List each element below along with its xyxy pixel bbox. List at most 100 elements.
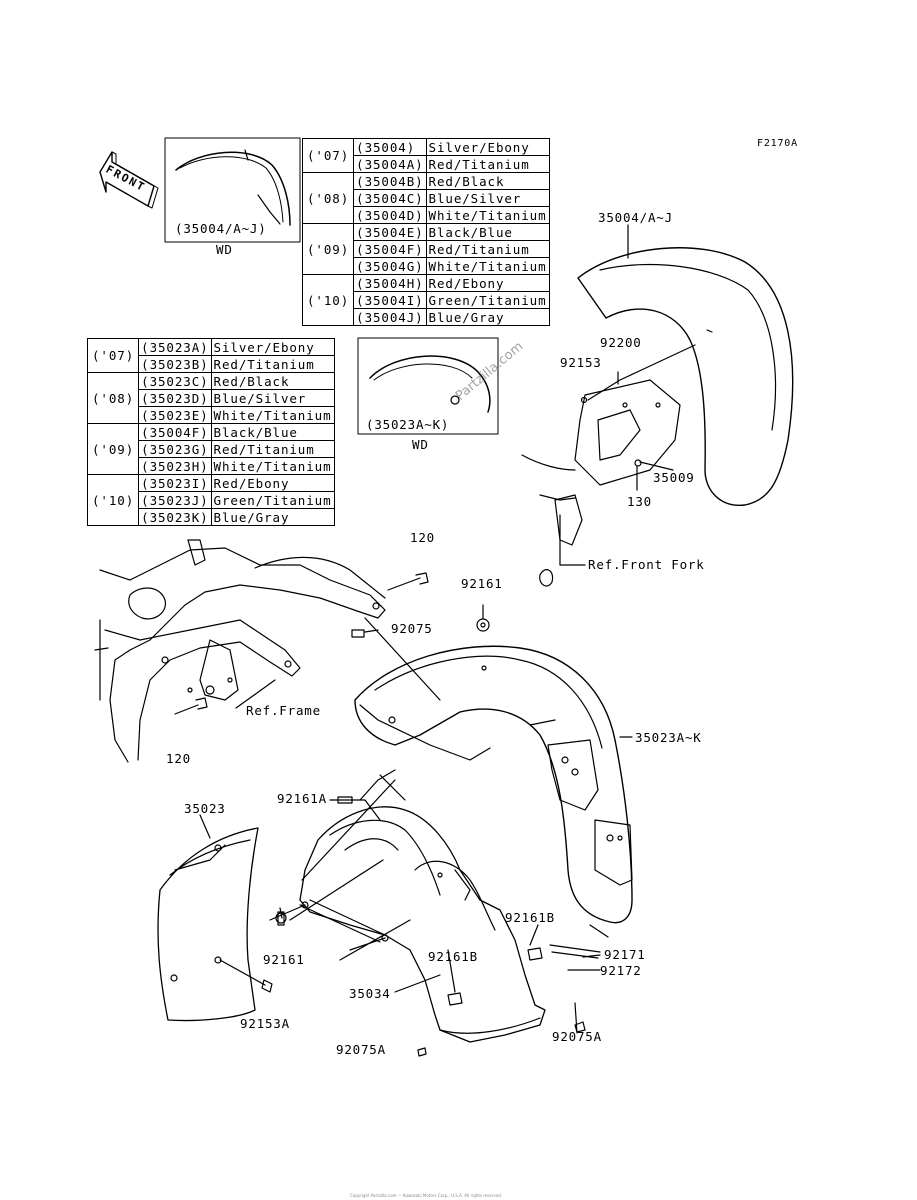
color-name-cell: Red/Titanium: [210, 355, 335, 373]
callout-92171: 92171: [604, 947, 646, 962]
callout-120-left: 120: [166, 751, 191, 766]
callout-92161-low: 92161: [263, 952, 305, 967]
callout-130: 130: [627, 494, 652, 509]
mudflap-drawing: [157, 814, 287, 1022]
callout-35023A-K: 35023A~K: [635, 730, 702, 745]
color-row: (35023H)White/Titanium: [88, 457, 335, 475]
part-number-cell: (35023E): [138, 406, 212, 424]
color-name-cell: White/Titanium: [425, 257, 550, 275]
part-number-cell: (35023G): [138, 440, 212, 458]
color-row: (35023J)Green/Titanium: [88, 491, 335, 509]
part-number-cell: (35023A): [138, 338, 212, 356]
color-name-cell: Red/Titanium: [210, 440, 335, 458]
model-year-cell: ('07): [86, 338, 140, 373]
part-number-cell: (35023B): [138, 355, 212, 373]
color-name-cell: Green/Titanium: [425, 291, 550, 309]
color-name-cell: Blue/Silver: [210, 389, 335, 407]
color-name-cell: Silver/Ebony: [425, 138, 550, 156]
color-name-cell: Red/Black: [425, 172, 550, 190]
callout-120-top: 120: [410, 530, 435, 545]
color-name-cell: Red/Titanium: [425, 155, 550, 173]
color-row: (35004G)White/Titanium: [303, 257, 550, 275]
front-arrow-icon: [99, 151, 159, 209]
callout-92161-top: 92161: [461, 576, 503, 591]
callout-92161B-right: 92161B: [505, 910, 555, 925]
color-row: ('10)(35023I)Red/Ebony: [86, 474, 335, 526]
part-number-cell: (35023D): [138, 389, 212, 407]
color-row: (35023E)White/Titanium: [88, 406, 335, 424]
callout-35009: 35009: [653, 470, 695, 485]
color-row: (35004F)Red/Titanium: [303, 240, 550, 258]
part-number-cell: (35004G): [353, 257, 427, 275]
part-number-cell: (35023C): [138, 372, 212, 390]
callout-92172: 92172: [600, 963, 642, 978]
color-row: ('08)(35023C)Red/Black: [86, 372, 335, 424]
color-name-cell: White/Titanium: [425, 206, 550, 224]
front-inset-sub: WD: [216, 242, 233, 257]
rear-inset-sub: WD: [412, 437, 429, 452]
front-fender-inset: [164, 137, 301, 243]
color-name-cell: White/Titanium: [210, 406, 335, 424]
color-name-cell: Blue/Gray: [425, 308, 550, 326]
part-number-cell: (35004I): [353, 291, 427, 309]
part-number-cell: (35023I): [138, 474, 212, 492]
part-number-cell: (35004H): [353, 274, 427, 292]
color-name-cell: Red/Titanium: [425, 240, 550, 258]
part-number-cell: (35004J): [353, 308, 427, 326]
model-year-cell: ('08): [86, 372, 140, 424]
callout-92075: 92075: [391, 621, 433, 636]
callout-92075A-right: 92075A: [552, 1029, 602, 1044]
rear-fender-inset: [357, 337, 499, 435]
part-number-cell: (35004D): [353, 206, 427, 224]
part-number-cell: (35023H): [138, 457, 212, 475]
callout-35023: 35023: [184, 801, 226, 816]
part-number-cell: (35023J): [138, 491, 212, 509]
color-row: ('07)(35004)Silver/Ebony: [301, 138, 550, 173]
color-row: (35004I)Green/Titanium: [303, 291, 550, 309]
rear-fender-color-table: ('07)(35023A)Silver/Ebony(35023B)Red/Tit…: [86, 338, 335, 526]
part-number-cell: (35004): [353, 138, 427, 156]
inner-fender-drawing: [269, 769, 601, 1057]
model-year-cell: ('09): [86, 423, 140, 475]
color-name-cell: Silver/Ebony: [210, 338, 335, 356]
callout-92161A: 92161A: [277, 791, 327, 806]
frame-drawing: [94, 539, 429, 763]
color-name-cell: Red/Black: [210, 372, 335, 390]
part-number-cell: (35004E): [353, 223, 427, 241]
rear-inset-code: (35023A~K): [366, 417, 450, 432]
part-number-cell: (35004F): [138, 423, 212, 441]
callout-92075A-left: 92075A: [336, 1042, 386, 1057]
color-row: (35023K)Blue/Gray: [88, 508, 335, 526]
model-year-cell: ('08): [301, 172, 355, 224]
callout-35034: 35034: [349, 986, 391, 1001]
model-year-cell: ('09): [301, 223, 355, 275]
color-name-cell: White/Titanium: [210, 457, 335, 475]
color-row: ('08)(35004B)Red/Black: [301, 172, 550, 224]
color-row: ('10)(35004H)Red/Ebony: [301, 274, 550, 326]
color-row: (35004J)Blue/Gray: [303, 308, 550, 326]
part-number-cell: (35004B): [353, 172, 427, 190]
part-number-cell: (35023K): [138, 508, 212, 526]
part-number-cell: (35004A): [353, 155, 427, 173]
color-row: ('09)(35004F)Black/Blue: [86, 423, 335, 475]
front-fender-drawing: [521, 224, 794, 587]
callout-35004: 35004/A~J: [598, 210, 673, 225]
color-row: (35023B)Red/Titanium: [88, 355, 335, 373]
color-name-cell: Green/Titanium: [210, 491, 335, 509]
callout-92153A: 92153A: [240, 1016, 290, 1031]
callout-ref-front-fork: Ref.Front Fork: [588, 557, 705, 572]
part-number-cell: (35004F): [353, 240, 427, 258]
color-row: (35023D)Blue/Silver: [88, 389, 335, 407]
color-name-cell: Red/Ebony: [210, 474, 335, 492]
model-year-cell: ('10): [86, 474, 140, 526]
callout-92161B-mid: 92161B: [428, 949, 478, 964]
callout-92153: 92153: [560, 355, 602, 370]
color-row: (35004C)Blue/Silver: [303, 189, 550, 207]
model-year-cell: ('10): [301, 274, 355, 326]
color-row: ('07)(35023A)Silver/Ebony: [86, 338, 335, 373]
figure-code: F2170A: [757, 138, 798, 149]
footer-copyright: Copyright Partzilla.com — Kawasaki Motor…: [350, 1193, 503, 1198]
callout-92200: 92200: [600, 335, 642, 350]
